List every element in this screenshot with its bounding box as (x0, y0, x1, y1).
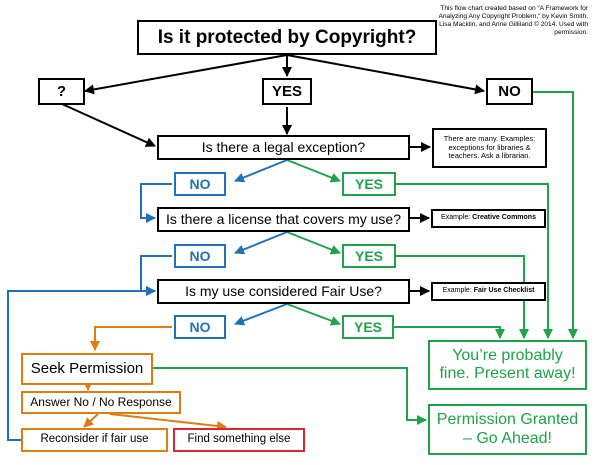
answer-unknown-label: ? (56, 82, 67, 100)
no-branch-1-label: NO (189, 175, 211, 192)
no-response-box: Answer No / No Response (21, 391, 181, 414)
reconsider-fair-use-label: Reconsider if fair use (40, 433, 149, 446)
yes-branch-2-label: YES (354, 247, 383, 264)
arrow-unknown-to-exception (61, 103, 156, 147)
arrow-no-to-fine (532, 91, 578, 339)
question-legal-exception: Is there a legal exception? (157, 135, 410, 160)
credit-note: This flow chart created based on “A Fram… (438, 5, 588, 37)
question-license: Is there a license that covers my use? (157, 207, 410, 232)
answer-no-label: NO (498, 82, 521, 100)
no-branch-3: NO (174, 315, 226, 339)
yes-branch-1: YES (342, 172, 396, 196)
no-branch-2: NO (174, 244, 226, 268)
yes-branch-3: YES (342, 315, 394, 339)
license-note-text: Creative Commons (472, 214, 536, 222)
arrow-fairuse-yes (286, 303, 341, 326)
permission-granted-line1: Permission Granted (436, 411, 579, 429)
arrow-yes3-to-fine (394, 326, 505, 339)
no-branch-1: NO (174, 172, 226, 196)
arrow-no3-to-seek (90, 326, 172, 351)
no-branch-2-label: NO (189, 247, 211, 264)
answer-no-box: NO (486, 78, 533, 105)
permission-granted-box: Permission Granted – Go Ahead! (428, 404, 587, 455)
arrow-fairuse-no (234, 303, 288, 326)
arrow-noresponse-to-reconsider (83, 413, 99, 428)
arrow-exception-no (234, 159, 288, 183)
arrow-reconsider-to-fairuse (7, 286, 156, 441)
arrow-license-no (234, 231, 288, 255)
arrow-main-to-unknown (84, 54, 288, 95)
arrow-no1-to-license (140, 183, 172, 223)
probably-fine-line1: You’re probably (452, 346, 563, 364)
fair-use-note-box: Example: Fair Use Checklist (431, 282, 546, 301)
arrow-noresponse-to-find (109, 413, 227, 431)
question-fair-use-label: Is my use considered Fair Use? (185, 283, 382, 300)
arrow-license-yes (286, 231, 341, 255)
yes-branch-3-label: YES (353, 318, 382, 335)
yes-branch-1-label: YES (354, 175, 383, 192)
license-note-prefix: Example: (441, 214, 471, 222)
question-fair-use: Is my use considered Fair Use? (157, 279, 410, 304)
reconsider-fair-use-box: Reconsider if fair use (21, 428, 168, 452)
exception-note-text: There are many. Examples: exceptions for… (443, 134, 536, 161)
find-something-else-label: Find something else (187, 433, 291, 446)
probably-fine-line2: fine. Present away! (439, 365, 576, 382)
seek-permission-box: Seek Permission (21, 353, 153, 385)
find-something-else-box: Find something else (173, 428, 305, 452)
seek-permission-label: Seek Permission (30, 360, 144, 378)
probably-fine-box: You’re probably fine. Present away! (428, 340, 587, 390)
arrow-yes2-to-fine (396, 255, 529, 339)
yes-branch-2: YES (342, 244, 396, 268)
question-protected-by-copyright: Is it protected by Copyright? (137, 20, 437, 55)
arrow-main-to-no (286, 54, 485, 95)
exception-note-box: There are many. Examples: exceptions for… (432, 128, 547, 168)
arrow-yes1-to-fine (396, 183, 553, 339)
fair-use-note-prefix: Example: (442, 287, 472, 295)
arrow-exception-yes (286, 159, 341, 183)
permission-granted-line2: – Go Ahead! (463, 429, 552, 447)
fair-use-note-text: Fair Use Checklist (473, 287, 535, 295)
question-license-label: Is there a license that covers my use? (166, 211, 401, 228)
license-note-box: Example: Creative Commons (431, 209, 546, 228)
no-branch-3-label: NO (189, 318, 211, 335)
question-legal-exception-label: Is there a legal exception? (201, 139, 366, 156)
answer-yes-box: YES (262, 78, 312, 105)
answer-yes-label: YES (271, 82, 302, 100)
question-protected-label: Is it protected by Copyright? (157, 26, 417, 48)
arrow-seek-to-granted (153, 367, 427, 425)
answer-unknown-box: ? (38, 78, 85, 105)
no-response-label: Answer No / No Response (30, 394, 172, 409)
